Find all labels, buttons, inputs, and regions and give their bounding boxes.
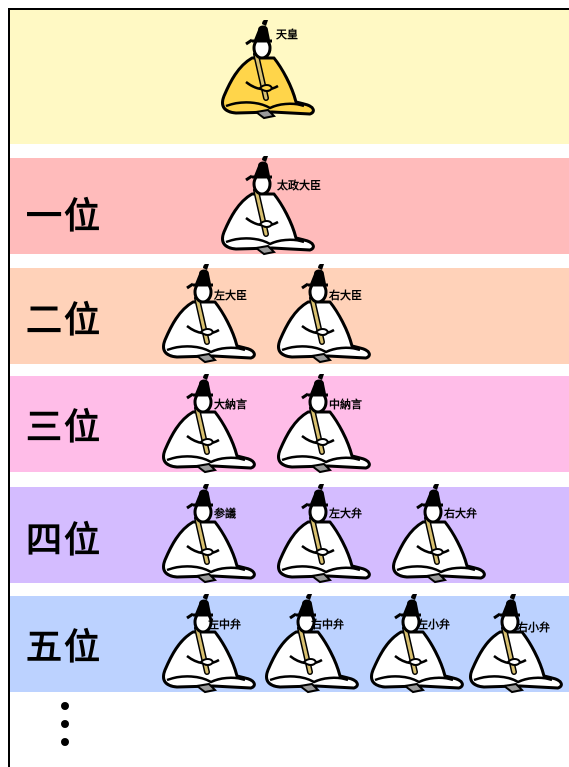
rank-band-2: 二位 左大臣 右大臣 [10, 268, 569, 364]
noble-icon [256, 594, 366, 694]
official-title: 左大弁 [329, 507, 362, 520]
official-figure [153, 484, 263, 584]
official-figure [256, 594, 366, 694]
vertical-ellipsis-icon [60, 698, 70, 758]
official-title: 右大弁 [444, 507, 477, 520]
noble-icon [212, 156, 322, 256]
rank-label-4: 四位 [26, 520, 103, 561]
official-figure [268, 264, 378, 364]
rank-diagram: 天皇 一位 太政大臣 二位 左大臣 右大臣 三位 大納言 中納言 四位 [8, 8, 569, 767]
official-figure [460, 594, 569, 694]
rank-band-3: 三位 大納言 中納言 [10, 376, 569, 472]
noble-icon [153, 374, 263, 474]
official-title: 参議 [214, 507, 236, 520]
noble-icon [153, 264, 263, 364]
rank-label-2: 二位 [26, 300, 103, 341]
ellipsis-dot [61, 720, 69, 728]
official-title: 右小弁 [517, 621, 550, 634]
emperor-title: 天皇 [276, 28, 298, 41]
rank-label-5: 五位 [26, 627, 103, 668]
official-title: 右大臣 [329, 289, 362, 302]
official-title: 左小弁 [417, 618, 450, 631]
rank-band-1: 一位 太政大臣 [10, 158, 569, 254]
official-title: 右中弁 [311, 618, 344, 631]
noble-icon [383, 484, 493, 584]
official-figure [361, 594, 471, 694]
noble-icon [153, 484, 263, 584]
rank-band-4: 四位 参議 左大弁 右大弁 [10, 487, 569, 583]
official-figure [153, 594, 263, 694]
official-title: 大納言 [214, 398, 247, 411]
rank-band-5: 五位 左中弁 右中弁 左小弁 右小弁 [10, 596, 569, 692]
official-figure [153, 374, 263, 474]
official-figure [268, 484, 378, 584]
rank-label-1: 一位 [26, 196, 103, 237]
ellipsis-dot [61, 702, 69, 710]
noble-icon [268, 264, 378, 364]
official-title: 左大臣 [214, 289, 247, 302]
emperor-icon [212, 20, 322, 120]
rank-label-3: 三位 [26, 407, 103, 448]
official-figure [153, 264, 263, 364]
noble-icon [268, 374, 378, 474]
official-title: 太政大臣 [277, 179, 321, 192]
official-figure [383, 484, 493, 584]
ellipsis-dot [61, 738, 69, 746]
official-title: 左中弁 [208, 618, 241, 631]
official-title: 中納言 [329, 398, 362, 411]
emperor-band: 天皇 [10, 10, 569, 144]
noble-icon [153, 594, 263, 694]
official-figure [212, 156, 322, 256]
noble-icon [268, 484, 378, 584]
noble-icon [460, 594, 569, 694]
official-figure [268, 374, 378, 474]
noble-icon [361, 594, 471, 694]
emperor-figure [212, 20, 322, 120]
